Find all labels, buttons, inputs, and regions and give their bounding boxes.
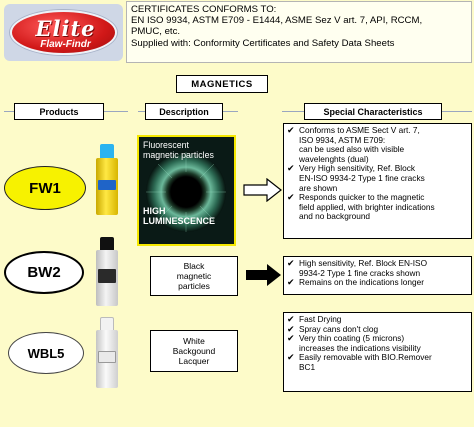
cert-line: Supplied with: Conformity Certificates a…	[131, 37, 395, 49]
wbl5-characteristics: ✔ Fast Drying ✔ Spray cans don't clog ✔ …	[283, 312, 472, 392]
arrow-right-icon	[246, 264, 281, 286]
product-code: FW1	[29, 179, 61, 197]
product-code: WBL5	[27, 345, 65, 361]
feature-item: ✔ Very thin coating (5 microns)increases…	[287, 333, 421, 353]
check-icon: ✔	[287, 352, 295, 363]
spray-can-bw2	[96, 237, 120, 307]
check-icon: ✔	[287, 323, 295, 334]
fluorescent-particles-image: Fluorescent magnetic particles HIGH LUMI…	[137, 135, 236, 246]
fw1-characteristics: ✔ Conforms to ASME Sect V art. 7,ISO 993…	[283, 123, 472, 239]
feature-item: ✔ Fast Drying	[287, 314, 342, 324]
cert-line: EN ISO 9934, ASTM E709 - E1444, ASME Sez…	[131, 15, 423, 27]
bw2-description: Black magnetic particles	[150, 256, 238, 296]
check-icon: ✔	[287, 192, 295, 203]
wbl5-description: White Backgound Lacquer	[150, 330, 238, 372]
magnetic-ring-pattern	[139, 137, 234, 244]
check-icon: ✔	[287, 314, 295, 324]
logo-brand: Elite	[35, 16, 96, 41]
column-header-description: Description	[145, 103, 223, 120]
check-icon: ✔	[287, 277, 295, 288]
cert-heading: CERTIFICATES CONFORMS TO:	[131, 4, 277, 15]
arrow-right-icon	[243, 178, 282, 202]
column-header-special: Special Characteristics	[304, 103, 442, 120]
column-header-products: Products	[14, 103, 104, 120]
check-icon: ✔	[287, 163, 295, 174]
product-code: BW2	[27, 264, 61, 281]
logo-badge: Elite Flaw-Findr	[10, 10, 117, 55]
check-icon: ✔	[287, 333, 295, 344]
product-wbl5-oval: WBL5	[8, 332, 84, 374]
check-icon: ✔	[287, 125, 295, 135]
cert-line: PMUC, etc.	[131, 26, 181, 38]
section-banner: MAGNETICS	[176, 75, 268, 93]
product-bw2-oval: BW2	[4, 251, 84, 294]
spray-can-wbl5	[96, 317, 120, 389]
elite-logo: Elite Flaw-Findr	[4, 4, 123, 61]
spray-can-fw1	[96, 144, 120, 216]
check-icon: ✔	[287, 258, 295, 268]
logo-subbrand: Flaw-Findr	[40, 39, 91, 50]
feature-item: ✔ Conforms to ASME Sect V art. 7,ISO 993…	[287, 125, 420, 164]
image-caption-top: Fluorescent magnetic particles	[143, 140, 214, 160]
product-fw1-oval: FW1	[4, 166, 86, 210]
image-caption-bottom: HIGH LUMINESCENCE	[143, 206, 216, 226]
certificates-box: CERTIFICATES CONFORMS TO: EN ISO 9934, A…	[126, 1, 472, 63]
feature-item: ✔ Remains on the indications longer	[287, 277, 424, 288]
feature-item: ✔ Spray cans don't clog	[287, 323, 379, 334]
